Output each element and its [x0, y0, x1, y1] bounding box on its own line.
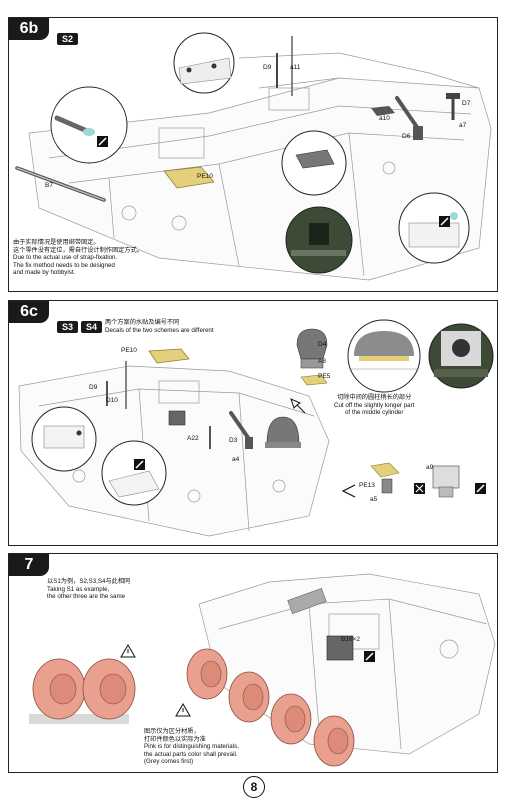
warning-icon: [175, 703, 191, 717]
arrow-icon: [290, 398, 306, 414]
part-label-d9: D9: [263, 64, 272, 71]
scheme-badge-s3: S3: [57, 321, 79, 333]
part-label-a4: a4: [232, 456, 240, 463]
glue-icon: [475, 483, 486, 494]
scheme-example-note: 以S1为例，S2,S3,S4与此相同 Taking S1 as example,…: [47, 578, 131, 601]
scheme-badge-s2: S2: [57, 33, 79, 45]
warning-icon: [120, 644, 136, 658]
part-label-d10: D10: [106, 397, 118, 404]
part-label-a7: a7: [459, 122, 467, 129]
part-label-pe10: PE10: [197, 173, 213, 180]
detail-circle-top: [173, 32, 235, 94]
exhaust-cylinder: [287, 587, 327, 615]
wheel-vehicle-4: [313, 715, 355, 767]
part-label-d9: D9: [89, 384, 98, 391]
wheel-vehicle-2: [228, 671, 270, 723]
pe10-plate: [163, 166, 215, 189]
step-7-title: 7: [9, 554, 49, 576]
part-label-a11: a11: [290, 64, 301, 71]
part-label-a5: a5: [370, 496, 378, 503]
step-6b-title: 6b: [9, 18, 49, 40]
wheel-vehicle-1: [186, 648, 228, 700]
detail-circle-middle: [281, 130, 347, 196]
step-7-panel: 7 以S1为例，S2,S3,S4与此相同 Taking S1 as exampl…: [8, 553, 498, 773]
decal-scheme-note: 两个方案的水贴及编号不同 Decals of the two schemes a…: [105, 319, 214, 334]
part-label-d7: D7: [462, 100, 471, 107]
step-6b-illustration: [15, 32, 492, 281]
step-6c-panel: 6c S3 S4 两个方案的水贴及编号不同 Decals of the two …: [8, 300, 498, 546]
wheel-left-2: [82, 658, 136, 720]
step-7-illustration: [29, 573, 496, 767]
step-6b-panel: 6b S2: [8, 17, 498, 292]
part-label-d3: D3: [229, 437, 238, 444]
reference-photo-circle: [428, 323, 494, 389]
glue-icon: [439, 216, 450, 227]
detail-circle-left: [31, 406, 97, 472]
detail-circle-left: [50, 86, 128, 164]
part-label-a10: a10: [379, 115, 390, 122]
cut-detail-circle: [347, 319, 421, 393]
part-label-a9: a9: [426, 464, 434, 471]
glue-icon: [134, 459, 145, 470]
part-label-pe13: PE13: [359, 482, 375, 489]
wheel-left-1: [32, 658, 86, 720]
part-label-d4: D4: [318, 341, 327, 348]
part-label-a22: A22: [187, 435, 199, 442]
cut-icon: [414, 483, 425, 494]
part-label-b16: B16×2: [341, 636, 360, 643]
page-number: 8: [243, 776, 265, 798]
part-label-a8: A8: [318, 358, 326, 365]
wheel-vehicle-3: [270, 693, 312, 745]
scheme-badge-s4: S4: [81, 321, 103, 333]
detail-circle-bottom: [101, 440, 167, 506]
b7-rod: [15, 166, 106, 202]
part-label-pe10: PE10: [121, 347, 137, 354]
cut-instruction-note: 切除中间的圆柱稍长的部分 Cut off the slightly longer…: [334, 394, 415, 417]
step-6c-illustration: [18, 319, 494, 537]
photo-circle: [285, 206, 353, 274]
detail-circle-right: [398, 192, 470, 264]
strap-fixation-note: 由于实际情况是使用绑带固定。 这个零件没有定位，需自行设计制作固定方式。 Due…: [13, 239, 143, 277]
arrow-icon: [341, 484, 356, 498]
pink-material-note: 图示仅为区分材质， 打印件颜色以实际为准 Pink is for disting…: [144, 728, 239, 766]
glue-icon: [364, 651, 375, 662]
part-label-d6: D6: [402, 133, 411, 140]
glue-icon: [97, 136, 108, 147]
part-label-b7: B7: [45, 182, 53, 189]
part-label-pe5: PE5: [318, 373, 331, 380]
step-6c-title: 6c: [9, 301, 49, 323]
